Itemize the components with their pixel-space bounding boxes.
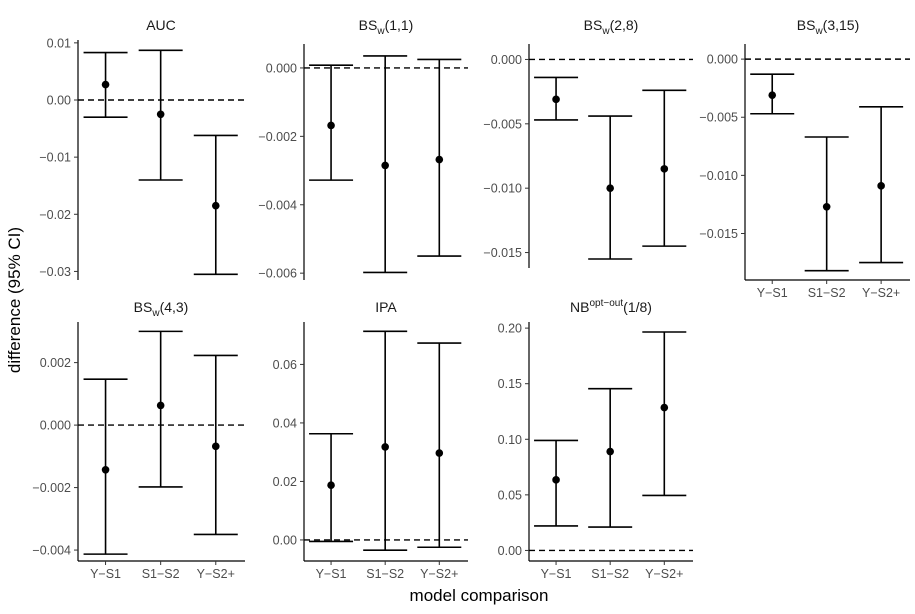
x-tick-label: Y−S2+ — [420, 567, 458, 581]
panel-title-suffix: (2,8) — [610, 17, 639, 33]
panel-title-subscript: w — [376, 26, 385, 37]
panel-title-suffix: (1,1) — [385, 17, 414, 33]
panel-title-main: NB — [570, 299, 589, 315]
panel-title-main: BS — [797, 17, 816, 33]
panel-title: BSw(4,3) — [134, 299, 189, 319]
point-estimate — [552, 476, 560, 484]
panel-1: AUC 0.01 0.00 −0.01 −0.02 −0.03 — [39, 17, 245, 280]
panel-6: IPA 0.00 0.02 0.04 0.06Y−S1 S1−S2 Y−S2+ — [273, 299, 468, 581]
y-tick-label: 0.01 — [47, 36, 71, 50]
x-tick-label: S1−S2 — [366, 567, 404, 581]
point-estimate — [552, 95, 560, 104]
y-tick-label: 0.15 — [498, 377, 522, 391]
point-estimate — [606, 447, 614, 456]
point-estimate — [211, 442, 220, 451]
panel-title-suffix: (3,15) — [823, 17, 860, 33]
x-tick-label: S1−S2 — [808, 286, 846, 300]
panel-title-subscript: w — [814, 26, 823, 37]
x-tick-label: Y−S1 — [316, 567, 347, 581]
point-estimate — [381, 161, 389, 170]
point-estimate — [381, 443, 389, 451]
point-estimate — [435, 449, 444, 457]
panel-title-subscript: w — [151, 308, 160, 319]
y-tick-label: −0.004 — [32, 544, 71, 558]
panel-title-main: BS — [584, 17, 603, 33]
y-tick-label: 0.000 — [491, 53, 522, 67]
panel-title-suffix: (4,3) — [160, 299, 189, 315]
point-estimate — [211, 201, 220, 210]
panel-title-suffix: (1/8) — [623, 299, 652, 315]
panel-title-main: BS — [359, 17, 378, 33]
panel-title-superscript: opt−out — [590, 298, 624, 309]
point-estimate — [660, 403, 669, 412]
point-estimate — [660, 165, 669, 173]
x-tick-label: Y−S1 — [541, 567, 572, 581]
x-axis-label: model comparison — [410, 586, 549, 605]
panel-title: BSw(1,1) — [359, 17, 414, 37]
y-tick-label: −0.015 — [483, 246, 522, 260]
point-estimate — [101, 465, 110, 474]
x-tick-label: S1−S2 — [591, 567, 629, 581]
panel-title: IPA — [375, 299, 397, 315]
y-tick-label: −0.02 — [39, 208, 71, 222]
y-tick-label: −0.015 — [699, 227, 738, 241]
y-tick-label: 0.00 — [273, 533, 297, 547]
point-estimate — [156, 401, 165, 410]
panel-2: BSw(1,1) 0.000 −0.002 −0.004 −0.006 — [258, 17, 468, 281]
y-tick-label: −0.010 — [699, 169, 738, 183]
y-tick-label: −0.005 — [699, 111, 738, 125]
y-tick-label: 0.05 — [498, 488, 522, 502]
point-estimate — [606, 184, 614, 192]
y-axis-label: difference (95% CI) — [5, 227, 24, 373]
y-tick-label: 0.04 — [273, 416, 297, 430]
y-tick-label: −0.006 — [258, 267, 297, 281]
panel-3: BSw(2,8) 0.000 −0.005 −0.010 −0.015 — [483, 17, 693, 268]
y-tick-label: 0.00 — [498, 544, 522, 558]
panel-title-main: IPA — [375, 299, 397, 315]
panel-title: BSw(3,15) — [797, 17, 860, 37]
panel-title-subscript: w — [601, 26, 610, 37]
point-estimate — [435, 155, 444, 164]
panel-title: AUC — [146, 17, 176, 33]
y-tick-label: 0.002 — [40, 356, 71, 370]
panel-title-main: BS — [134, 299, 153, 315]
y-tick-label: 0.00 — [47, 94, 71, 108]
y-tick-label: −0.002 — [258, 130, 297, 144]
x-tick-label: S1−S2 — [142, 567, 180, 581]
point-estimate — [327, 121, 335, 130]
x-tick-label: Y−S1 — [757, 286, 788, 300]
panel-7: NBopt−out(1/8) 0.00 0.05 0.10 0.15 0.20Y−S1 S1… — [498, 298, 693, 581]
y-tick-label: 0.10 — [498, 433, 522, 447]
y-tick-label: 0.02 — [273, 475, 297, 489]
y-tick-label: −0.01 — [39, 151, 71, 165]
y-tick-label: 0.000 — [40, 419, 71, 433]
chart-panels: AUC0.010.00−0.01−0.02−0.03BSw(1,1)0.000−… — [32, 17, 910, 581]
y-tick-label: 0.06 — [273, 358, 297, 372]
point-estimate — [768, 91, 777, 99]
y-tick-label: 0.20 — [498, 322, 522, 336]
point-estimate — [822, 202, 831, 211]
point-estimate — [877, 182, 885, 190]
point-estimate — [101, 80, 110, 89]
x-tick-label: Y−S2+ — [645, 567, 683, 581]
point-estimate — [156, 110, 165, 119]
panel-title: NBopt−out(1/8) — [570, 298, 652, 315]
y-tick-label: 0.000 — [707, 53, 738, 67]
y-tick-label: −0.004 — [258, 198, 297, 212]
point-estimate — [327, 481, 335, 490]
panel-title-main: AUC — [146, 17, 176, 33]
x-tick-label: Y−S2+ — [862, 286, 900, 300]
x-tick-label: Y−S1 — [90, 567, 121, 581]
x-tick-label: Y−S2+ — [197, 567, 235, 581]
y-tick-label: −0.005 — [483, 117, 522, 131]
y-tick-label: −0.010 — [483, 182, 522, 196]
y-tick-label: −0.03 — [39, 265, 71, 279]
y-tick-label: 0.000 — [266, 61, 297, 75]
panel-title: BSw(2,8) — [584, 17, 639, 37]
y-tick-label: −0.002 — [32, 481, 71, 495]
